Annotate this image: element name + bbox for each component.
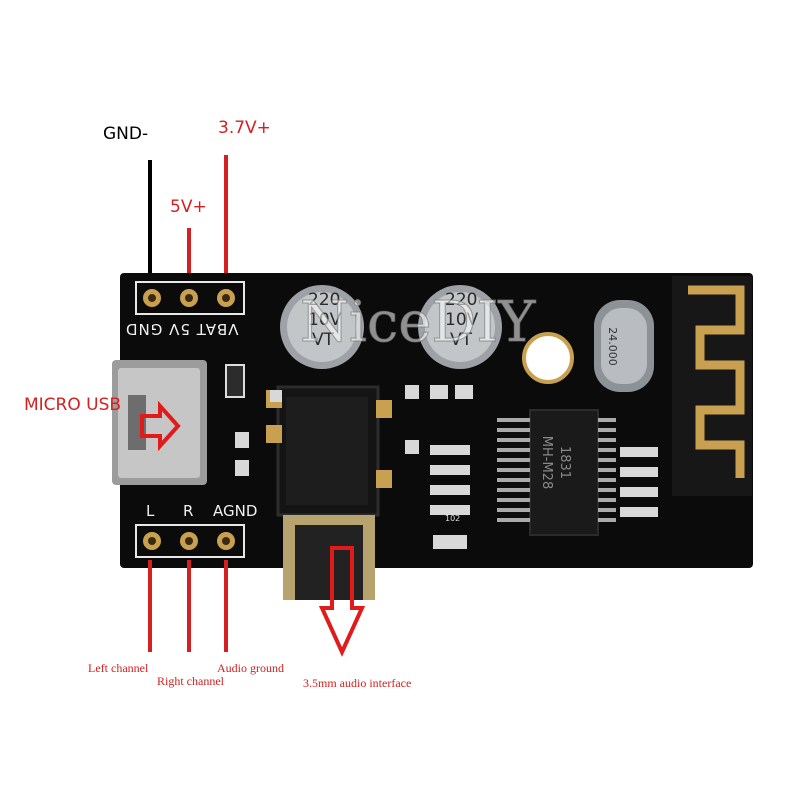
3v7-label: 3.7V+: [218, 118, 271, 138]
main-chip: [529, 409, 599, 536]
jack-pin: [376, 470, 392, 488]
r-pad-hole: [185, 537, 193, 545]
resistor-marking: 102: [445, 514, 461, 523]
l-pad-hole: [148, 537, 156, 545]
jack-arrow: [318, 546, 366, 657]
right-channel-label: Right channel: [157, 674, 224, 688]
left-channel-label: Left channel: [88, 661, 149, 675]
capacitor-2-top: [425, 292, 495, 362]
silkscreen-r: R: [183, 502, 194, 520]
smd-components: [225, 364, 658, 549]
5v-label: 5V+: [170, 197, 207, 217]
agnd-pad-hole: [222, 537, 230, 545]
micro-usb-label: MICRO USB: [24, 395, 122, 415]
audio-jack-face: [286, 397, 368, 505]
crystal-top: [601, 308, 647, 384]
pcb-antenna-trace: [688, 285, 745, 478]
chip-pins-left: [497, 418, 530, 522]
jack-pin: [376, 400, 392, 418]
gnd-label: GND-: [103, 124, 149, 144]
capacitor-1-top: [287, 292, 357, 362]
top-header-outline: [135, 281, 245, 315]
5v-pad-hole: [185, 294, 193, 302]
jack-pin: [266, 425, 282, 443]
gnd-pad-hole: [148, 294, 156, 302]
vbat-pad-hole: [222, 294, 230, 302]
silkscreen-l: L: [146, 502, 155, 520]
audio-ground-label: Audio ground: [217, 661, 284, 675]
chip-model-marking: MH-M28: [539, 435, 555, 490]
mounting-hole: [522, 332, 574, 384]
usb-arrow: [140, 400, 181, 452]
chip-batch-marking: 1831: [557, 445, 573, 480]
audio-interface-label: 3.5mm audio interface: [303, 676, 412, 690]
chip-pins-right: [598, 418, 616, 522]
top-pin-silkscreen: VBAT 5V GND: [125, 320, 239, 338]
watermark: NiceDIY: [299, 290, 536, 356]
silkscreen-agnd: AGND: [213, 502, 258, 520]
bottom-header-outline: [135, 524, 245, 558]
crystal-marking: 24.000: [605, 327, 619, 366]
